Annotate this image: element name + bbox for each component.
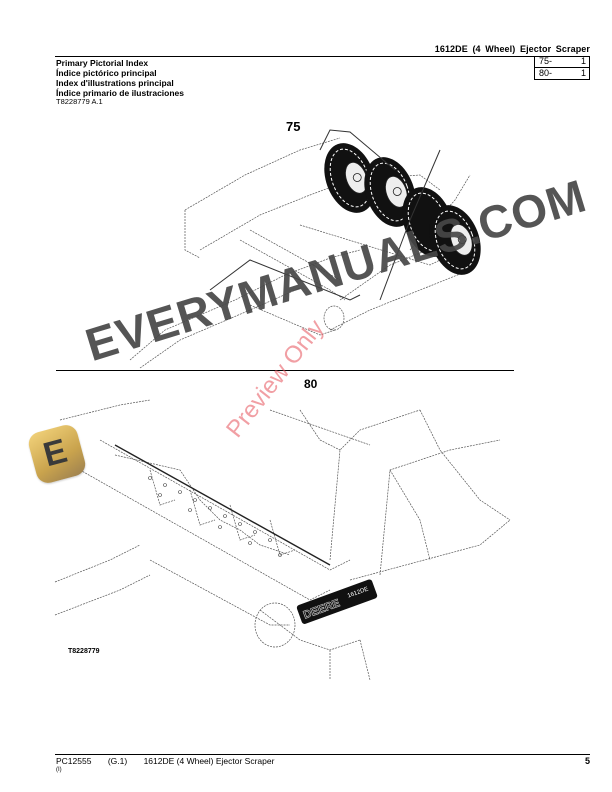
index-title-pt: Índice pictórico principal <box>56 68 157 78</box>
footer-rule <box>55 754 590 755</box>
page-number: 5 <box>584 756 590 766</box>
index-page: 1 <box>580 68 586 78</box>
illustration-75-wheels <box>209 129 481 301</box>
doc-reference: T8228779 A.1 <box>56 97 103 106</box>
footer-title: 1612DE (4 Wheel) Ejector Scraper <box>143 756 275 766</box>
footer-revision: (G.1) <box>107 756 128 766</box>
footer-info: PC12555 (G.1) 1612DE (4 Wheel) Ejector S… <box>56 756 288 766</box>
index-title-fr: Index d'illustrations principal <box>56 78 174 88</box>
footer-doc-code: PC12555 <box>56 756 92 766</box>
figure-reference: T8228779 <box>68 648 100 655</box>
section-divider <box>56 370 514 371</box>
index-row[interactable]: 75- 1 <box>535 56 589 67</box>
section-index-table: 75- 1 80- 1 <box>534 56 590 80</box>
index-titles: Primary Pictorial Index Índice pictórico… <box>56 58 184 98</box>
wheel-icon <box>324 143 376 213</box>
index-page: 1 <box>580 56 586 66</box>
header-rule <box>55 56 590 57</box>
index-title-es: Índice primario de ilustraciones <box>56 88 185 98</box>
callout-75[interactable]: 75 <box>286 119 301 134</box>
index-title-en: Primary Pictorial Index <box>56 58 149 68</box>
illustration-75-frame <box>129 137 471 369</box>
wheel-icon <box>429 205 481 275</box>
callout-80[interactable]: 80 <box>304 377 318 391</box>
illustration-80-frame <box>54 399 511 681</box>
footer-sub: (I) <box>56 767 62 773</box>
illustration-80-holes <box>148 476 282 557</box>
index-section: 75- <box>539 56 553 66</box>
index-row[interactable]: 80- 1 <box>535 67 589 79</box>
index-section: 80- <box>539 68 553 78</box>
header-title: 1612DE (4 Wheel) Ejector Scraper <box>434 44 590 54</box>
deere-decal: DEERE 1612DE <box>296 579 378 624</box>
